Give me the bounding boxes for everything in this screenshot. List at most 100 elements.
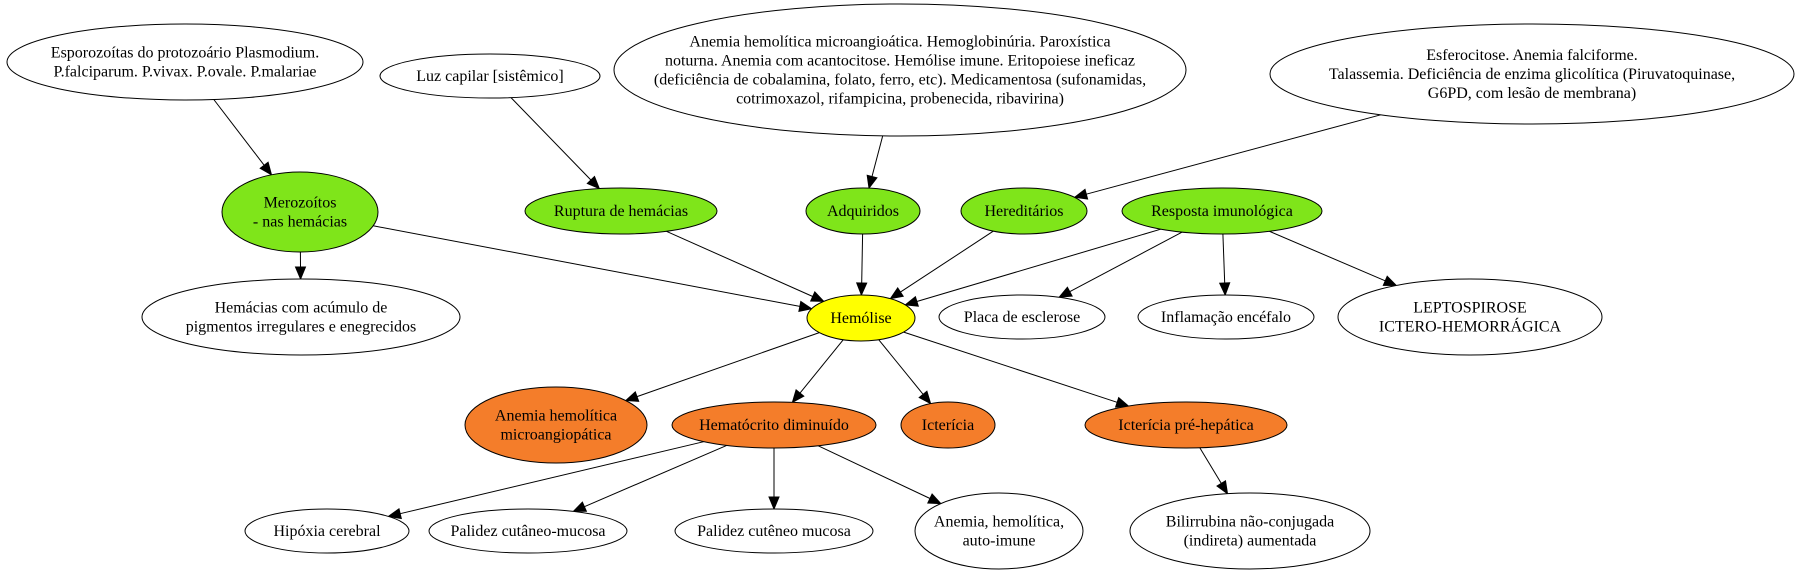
arrowhead	[855, 282, 868, 297]
node-adquiridos[interactable]: Adquiridos	[805, 187, 921, 235]
arrowhead	[918, 390, 932, 405]
edge-plasmodium-to-merozoitos	[213, 99, 273, 176]
node-palidez1[interactable]: Palidez cutâneo-mucosa	[428, 508, 628, 554]
node-hemolise[interactable]: Hemólise	[806, 294, 916, 342]
node-shape	[1129, 492, 1371, 570]
node-shape	[1137, 294, 1315, 340]
node-label-line: Adquiridos	[827, 203, 899, 220]
arrowhead	[387, 507, 402, 520]
node-anemia-auto[interactable]: Anemia, hemolítica, auto-imune	[914, 492, 1084, 570]
node-hematocrito[interactable]: Hematócrito diminuído	[671, 401, 877, 449]
node-label-line: LEPTOSPIROSE	[1413, 300, 1527, 317]
edges-layer	[213, 97, 1398, 520]
node-label-line: Esporozoítas do protozoário Plasmodium.	[51, 45, 319, 62]
node-ictericia-pre[interactable]: Icterícia pré-hepática	[1084, 401, 1288, 449]
node-hereditarios-causas[interactable]: Esferocitose. Anemia falciforme. Talassem…	[1269, 23, 1795, 125]
node-shape	[960, 187, 1088, 235]
arrowhead	[1057, 286, 1073, 298]
arrowhead	[1382, 275, 1398, 287]
node-hereditarios[interactable]: Hereditários	[960, 187, 1088, 235]
edge-hemolise-to-anemia_micro	[624, 332, 820, 402]
node-luz-capilar[interactable]: Luz capilar [sistêmico]	[379, 53, 601, 99]
edge-hematocrito-to-palidez1	[572, 444, 727, 512]
edge-ictericia_pre-to-bilirrubina	[1199, 447, 1229, 495]
node-label-line: auto-imune	[963, 533, 1036, 550]
node-ruptura[interactable]: Ruptura de hemácias	[524, 187, 718, 235]
node-merozoitos[interactable]: Merozoítos- nas hemácias	[221, 171, 379, 253]
node-label-line: Merozoítos	[264, 195, 337, 212]
edge-line	[636, 332, 820, 398]
node-shape	[6, 23, 364, 101]
node-shape	[1337, 278, 1603, 356]
node-shape	[613, 3, 1187, 137]
node-bilirrubina[interactable]: Bilirrubina não-conjugada(indireta) aume…	[1129, 492, 1371, 570]
node-label-line: Esferocitose. Anemia falciforme.	[1426, 47, 1637, 64]
edge-line	[373, 225, 800, 307]
node-label-line: (deficiência de cobalamina, folato, ferr…	[654, 72, 1146, 89]
edge-line	[399, 441, 704, 515]
node-label-line: Inflamação encéfalo	[1161, 309, 1291, 326]
edge-hemolise-to-ictericia	[878, 339, 932, 405]
edge-line	[871, 135, 884, 177]
arrowhead	[586, 175, 601, 190]
edge-line	[878, 339, 924, 395]
edge-luz_capilar-to-ruptura	[510, 97, 601, 190]
edge-resposta-to-placa	[1057, 231, 1183, 298]
edge-hemolise-to-ictericia_pre	[903, 331, 1130, 408]
node-shape	[805, 187, 921, 235]
edge-hemolise-to-hematocrito	[791, 339, 844, 404]
arrowhead	[798, 300, 813, 313]
arrowhead	[572, 501, 588, 512]
edge-line	[213, 99, 265, 166]
node-label-line: Talassemia. Deficiência de enzima glicol…	[1329, 66, 1735, 83]
node-label-line: Ruptura de hemácias	[554, 203, 688, 220]
edge-line	[1222, 233, 1226, 284]
edge-line	[1199, 447, 1222, 484]
node-label-line: Anemia, hemolítica,	[934, 514, 1064, 531]
node-shape	[379, 53, 601, 99]
edge-resposta-to-leptospirose	[1269, 230, 1398, 287]
node-shape	[671, 401, 877, 449]
node-shape	[674, 508, 874, 554]
edge-line	[900, 230, 994, 293]
edge-line	[510, 97, 592, 181]
arrowhead	[259, 161, 273, 176]
node-label-line: Icterícia pré-hepática	[1118, 417, 1253, 434]
node-label-line: noturna. Anemia com acantocitose. Hemóli…	[665, 53, 1135, 70]
node-shape	[1121, 187, 1323, 235]
edge-line	[1269, 230, 1386, 282]
edge-hematocrito-to-palidez2	[768, 448, 780, 511]
node-placa[interactable]: Placa de esclerose	[938, 294, 1106, 340]
arrowhead	[866, 174, 878, 190]
node-inflamacao[interactable]: Inflamação encéfalo	[1137, 294, 1315, 340]
node-label-line: Resposta imunológica	[1151, 203, 1293, 220]
node-label-line: Hematócrito diminuído	[699, 417, 849, 434]
node-label-line: Icterícia	[922, 417, 974, 434]
node-adquiridos-causas[interactable]: Anemia hemolítica microangioática. Hemog…	[613, 3, 1187, 137]
node-ictericia[interactable]: Icterícia	[900, 401, 996, 449]
arrowhead	[809, 291, 825, 302]
edge-resposta-to-hemolise	[904, 228, 1161, 307]
node-label-line: Bilirrubina não-conjugada	[1166, 514, 1334, 531]
node-resposta[interactable]: Resposta imunológica	[1121, 187, 1323, 235]
node-plasmodium[interactable]: Esporozoítas do protozoário Plasmodium.P…	[6, 23, 364, 101]
node-palidez2[interactable]: Palidez cutêneo mucosa	[674, 508, 874, 554]
edge-adquiridos_causas-to-adquiridos	[866, 135, 884, 190]
edge-line	[1069, 231, 1183, 293]
arrowhead	[624, 391, 640, 402]
arrowhead	[927, 493, 942, 505]
node-shape	[524, 187, 718, 235]
node-shape	[221, 171, 379, 253]
node-hipoxia[interactable]: Hipóxia cerebral	[244, 508, 410, 554]
arrowhead	[768, 496, 780, 511]
edge-line	[799, 339, 844, 394]
node-label-line: pigmentos irregulares e enegrecidos	[186, 319, 417, 336]
node-label-line: G6PD, com lesão de membrana)	[1428, 85, 1636, 102]
arrowhead	[1073, 188, 1089, 200]
edge-hereditarios_causas-to-hereditarios	[1073, 114, 1381, 200]
edge-line	[861, 233, 864, 284]
